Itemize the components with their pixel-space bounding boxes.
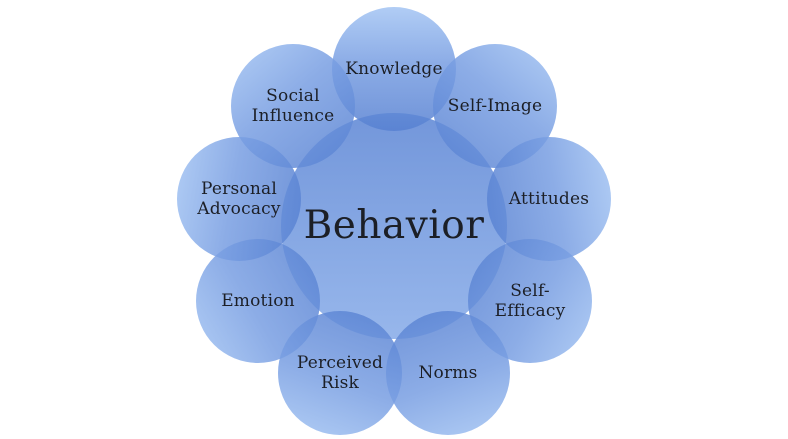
node-circle-emotion: Emotion: [196, 239, 320, 363]
node-label-self-image: Self-Image: [447, 95, 543, 116]
node-label-emotion: Emotion: [221, 290, 295, 311]
node-circle-norms: Norms: [386, 311, 510, 435]
node-label-personal-advocacy: Personal Advocacy: [197, 178, 281, 219]
node-label-perceived-risk: Perceived Risk: [296, 352, 384, 393]
center-label-behavior: Behavior: [303, 202, 485, 248]
node-label-attitudes: Attitudes: [508, 188, 590, 209]
node-label-norms: Norms: [418, 362, 478, 383]
node-label-social-influence: Social Influence: [251, 85, 335, 126]
node-label-self-efficacy: Self- Efficacy: [494, 280, 566, 321]
node-circle-self-efficacy: Self- Efficacy: [468, 239, 592, 363]
node-circle-social-influence: Social Influence: [231, 44, 355, 168]
node-circle-attitudes: Attitudes: [487, 137, 611, 261]
node-label-knowledge: Knowledge: [345, 58, 443, 79]
